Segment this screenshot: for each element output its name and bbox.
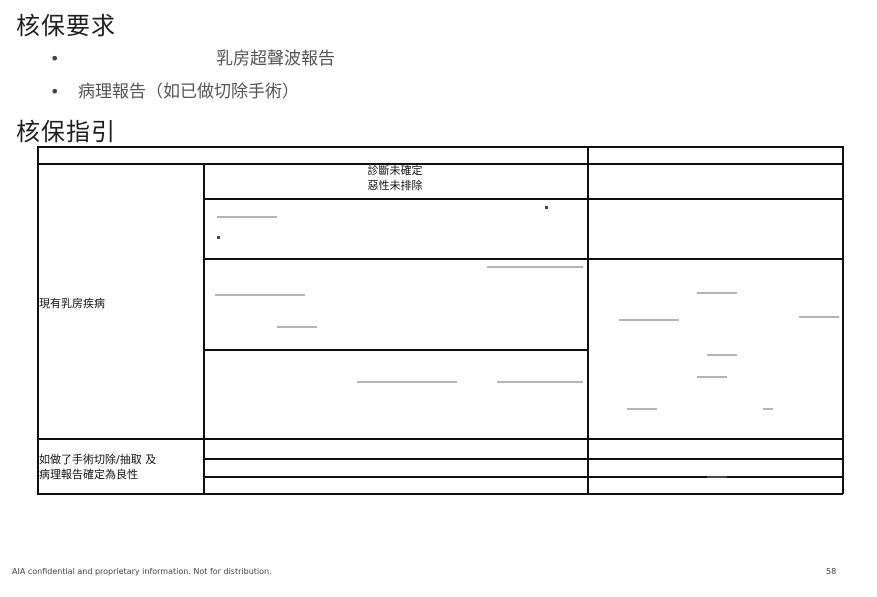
redacted-text: [763, 408, 773, 410]
row-label-existing-breast-disease: 現有乳房疾病: [39, 297, 105, 310]
section-title-underwriting-guidelines: 核保指引: [16, 118, 116, 146]
row-label-benign-after-surgery: 如做了手術切除/抽取 及 病理報告確定為良性: [39, 452, 156, 482]
redacted-text: [619, 319, 679, 321]
table-border: [37, 146, 39, 494]
redacted-text: [697, 376, 727, 378]
page-number: 58: [826, 567, 837, 576]
redacted-text: [799, 316, 839, 318]
table-border: [37, 146, 843, 148]
redacted-text: [545, 206, 548, 209]
redacted-text: [217, 216, 277, 218]
table-row-divider: [587, 258, 843, 260]
redacted-text: [215, 294, 305, 296]
redacted-text: [217, 236, 220, 239]
redacted-text: [697, 292, 737, 294]
table-column-divider: [587, 146, 589, 494]
redacted-text: [78, 52, 216, 66]
label-line: 病理報告確定為良性: [39, 468, 138, 481]
header-line: 惡性未排除: [367, 179, 423, 192]
section-title-underwriting-requirements: 核保要求: [16, 12, 116, 40]
redacted-text: [497, 381, 583, 383]
guidelines-table: 診斷未確定 惡性未排除 現有乳房疾病 如做了手術切除/抽取 及 病理報告確定為良…: [37, 146, 844, 495]
table-column-divider: [203, 163, 205, 494]
table-row-divider: [203, 258, 587, 260]
list-item: • 乳房超聲波報告: [48, 44, 335, 77]
label-line: 如做了手術切除/抽取 及: [39, 453, 157, 466]
table-row-divider: [203, 198, 843, 200]
redacted-text: [627, 408, 657, 410]
list-item: • 病理報告（如已做切除手術）: [48, 77, 335, 110]
confidentiality-notice: AIA confidential and proprietary informa…: [12, 567, 272, 576]
header-line: 診斷未確定: [367, 164, 423, 177]
requirement-ultrasound: 乳房超聲波報告: [216, 49, 335, 69]
requirement-pathology: 病理報告（如已做切除手術）: [78, 82, 299, 102]
table-row-divider: [37, 163, 843, 165]
bullet-icon: •: [50, 82, 60, 101]
table-row-divider: [203, 458, 843, 460]
redacted-text: [707, 354, 737, 356]
redacted-text: [487, 266, 583, 268]
requirements-list: • 乳房超聲波報告 • 病理報告（如已做切除手術）: [48, 44, 335, 110]
table-border: [842, 146, 844, 494]
redacted-text: [707, 476, 727, 478]
redacted-text: [357, 381, 457, 383]
table-header-undetermined: 診斷未確定 惡性未排除: [295, 163, 495, 193]
bullet-icon: •: [50, 49, 60, 68]
table-border: [37, 493, 843, 495]
table-row-divider: [203, 349, 587, 351]
table-row-divider: [37, 438, 843, 440]
redacted-text: [277, 326, 317, 328]
table-row-divider: [203, 476, 843, 478]
